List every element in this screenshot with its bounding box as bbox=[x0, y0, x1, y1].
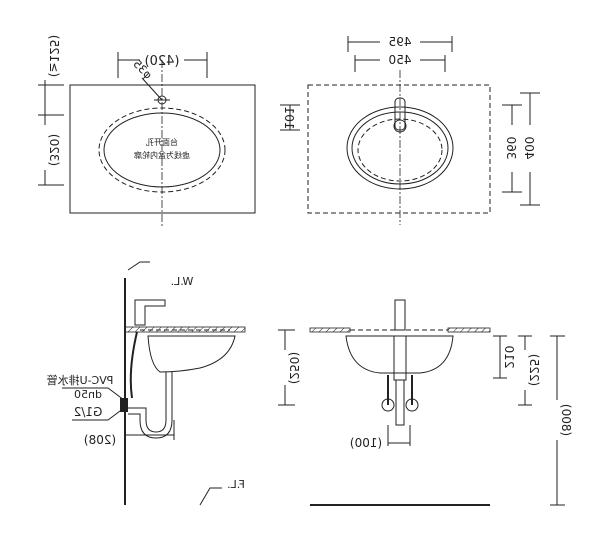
basin-rim bbox=[346, 106, 454, 190]
basin-section bbox=[147, 335, 236, 373]
side-view: W.L. F.L. PVC-U排水管 dn50 G1/2 (208) bbox=[47, 261, 246, 506]
pipe-label: PVC-U排水管 bbox=[47, 373, 114, 387]
dim-depth: (320) bbox=[47, 134, 61, 166]
valve-left bbox=[381, 398, 395, 412]
dim-225: (225) bbox=[527, 354, 541, 386]
countertop-plan: (420) φ35 (≥125) (320) 台面开孔 虚线为盆内轮廓 bbox=[38, 35, 256, 228]
faucet-icon bbox=[394, 299, 406, 331]
counter-outline bbox=[307, 84, 491, 214]
dim-basin-height: (250) bbox=[287, 352, 301, 384]
faucet-icon bbox=[134, 299, 166, 326]
pipe-size: dn50 bbox=[74, 388, 102, 401]
wall-label: W.L. bbox=[171, 275, 194, 288]
dim-outer-width: 495 bbox=[389, 35, 412, 49]
cutout-outline bbox=[103, 112, 221, 188]
basin-plan: 495 450 101 360 400 bbox=[280, 35, 540, 225]
basin-inner-outline bbox=[98, 107, 226, 193]
dim-outer-depth: 400 bbox=[522, 137, 536, 160]
thread-size: G1/2 bbox=[74, 405, 103, 419]
dim-offset: 101 bbox=[282, 107, 296, 130]
dim-edge: (≥125) bbox=[47, 35, 61, 77]
floor-label: F.L. bbox=[227, 478, 245, 491]
dim-height: (800) bbox=[559, 404, 573, 436]
countertop-outline bbox=[69, 84, 256, 214]
valve-right bbox=[405, 398, 419, 412]
dim-width: (420) bbox=[145, 54, 180, 69]
dim-trap: (208) bbox=[84, 433, 116, 447]
supply-hose bbox=[129, 331, 138, 399]
basin-section bbox=[345, 335, 454, 374]
dim-210: 210 bbox=[502, 346, 516, 369]
dim-inner-width: 450 bbox=[389, 53, 412, 67]
faucet-icon bbox=[394, 97, 406, 131]
wall-flange bbox=[120, 398, 128, 412]
dim-spacing: (100) bbox=[350, 436, 382, 450]
note-line-1: 台面开孔 bbox=[146, 137, 178, 147]
p-trap bbox=[128, 372, 167, 433]
note-line-2: 虚线为盆内轮廓 bbox=[134, 150, 190, 160]
front-view: (250) 210 (225) (800) (100) bbox=[278, 299, 573, 506]
dim-inner-depth: 360 bbox=[504, 137, 518, 160]
supply-hoses bbox=[387, 375, 413, 405]
drain-pipe bbox=[395, 379, 405, 426]
